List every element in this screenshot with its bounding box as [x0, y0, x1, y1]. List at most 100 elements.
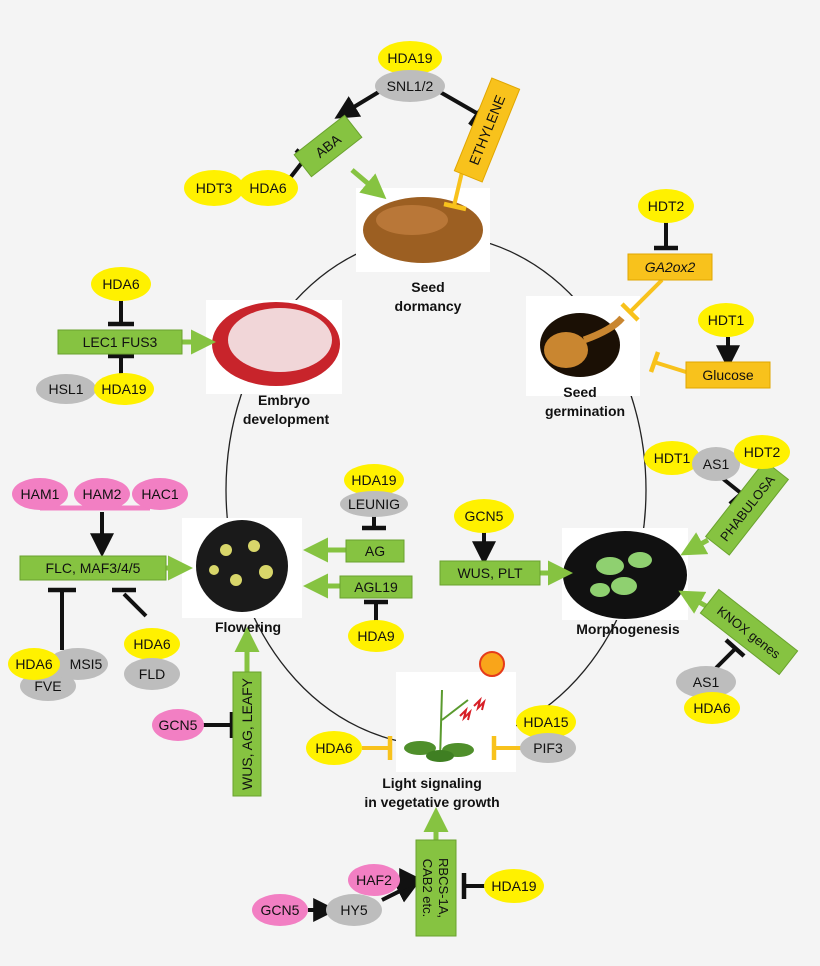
ham2-node: HAM2 [74, 478, 130, 510]
hdt1-glucose-node: HDT1 [698, 303, 754, 337]
wus-ag-leafy-box: WUS, AG, LEAFY [232, 671, 262, 797]
svg-text:Glucose: Glucose [702, 367, 754, 383]
as1-inhibits-phabulosa [720, 476, 744, 496]
svg-text:GA2ox2: GA2ox2 [645, 259, 696, 275]
svg-text:CAB2 etc.: CAB2 etc. [420, 859, 435, 918]
light-ray-icon [459, 696, 486, 722]
leunig-node: LEUNIG [340, 491, 408, 517]
lec1-fus3-box: LEC1 FUS3 [57, 329, 183, 355]
svg-text:PIF3: PIF3 [533, 740, 563, 756]
svg-text:HAC1: HAC1 [141, 486, 179, 502]
svg-text:HDT1: HDT1 [708, 312, 745, 328]
svg-text:HAF2: HAF2 [356, 872, 392, 888]
embryo-development-label-2: development [243, 411, 330, 427]
inhibit-bar [648, 351, 661, 373]
hdt1-as-node: HDT1 [644, 441, 700, 475]
svg-text:FVE: FVE [34, 678, 61, 694]
hda19-lec-node: HDA19 [94, 373, 154, 405]
hda6-inhibits-flc [122, 592, 148, 618]
wus-plt-box: WUS, PLT [439, 560, 541, 586]
gcn5-hy5-node: GCN5 [252, 894, 308, 926]
hda6-aba-node: HDA6 [238, 170, 298, 206]
svg-text:HDA6: HDA6 [249, 180, 287, 196]
inhibit-bar [620, 302, 640, 322]
svg-text:HDA6: HDA6 [102, 276, 140, 292]
ga2ox2-inhibits-germination [628, 278, 664, 314]
svg-text:SNL1/2: SNL1/2 [387, 78, 434, 94]
hda6-lec-node: HDA6 [91, 267, 151, 301]
svg-text:RBCS-1A,: RBCS-1A, [436, 858, 451, 918]
snl-inhibits-ethylene [439, 90, 481, 117]
phabulosa-to-morphogenesis [680, 532, 710, 556]
hda15-node: HDA15 [516, 705, 576, 739]
seed-germination-label: Seed [563, 384, 596, 400]
ham1-node: HAM1 [12, 478, 68, 510]
svg-text:FLC, MAF3/4/5: FLC, MAF3/4/5 [46, 560, 141, 576]
svg-text:HDT2: HDT2 [744, 444, 781, 460]
svg-text:HDA9: HDA9 [357, 628, 395, 644]
hda6-light-node: HDA6 [306, 731, 362, 765]
svg-text:HDA19: HDA19 [101, 381, 146, 397]
light-signaling-label-2: in vegetative growth [364, 794, 499, 810]
knox-to-morphogenesis [678, 590, 708, 614]
snl-to-aba-arrow [334, 88, 384, 119]
svg-text:HAM1: HAM1 [21, 486, 60, 502]
seed-dormancy-image [356, 188, 490, 272]
aba-promotes-dormancy [350, 168, 387, 200]
svg-text:HDT2: HDT2 [648, 198, 685, 214]
as1-inhibits-knox [714, 646, 738, 670]
svg-text:HDA19: HDA19 [491, 878, 536, 894]
agl19-box: AGL19 [339, 575, 413, 599]
hsl1-node: HSL1 [36, 374, 96, 404]
rbcs-cab2-box: RBCS-1A, CAB2 etc. [415, 839, 457, 937]
svg-text:HDA6: HDA6 [15, 656, 53, 672]
seed-germination-image [526, 296, 640, 396]
ga2ox2-box: GA2ox2 [627, 253, 713, 281]
inhibit-bar [724, 638, 746, 658]
svg-text:HDA15: HDA15 [523, 714, 568, 730]
svg-text:HAM2: HAM2 [83, 486, 122, 502]
hda9-node: HDA9 [348, 620, 404, 652]
hda6-fld-node: HDA6 [124, 628, 180, 660]
seed-germination-label-2: germination [545, 403, 625, 419]
knox-genes-box: KNOX genes [699, 588, 799, 676]
svg-text:FLD: FLD [139, 666, 165, 682]
svg-text:HSL1: HSL1 [48, 381, 83, 397]
svg-text:GCN5: GCN5 [159, 717, 198, 733]
hy5-node: HY5 [326, 894, 382, 926]
svg-text:GCN5: GCN5 [465, 508, 504, 524]
embryo-development-label: Embryo [258, 392, 310, 408]
glucose-box: Glucose [685, 361, 771, 389]
svg-text:AS1: AS1 [693, 674, 720, 690]
light-signaling-label: Light signaling [382, 775, 482, 791]
svg-text:GCN5: GCN5 [261, 902, 300, 918]
seed-dormancy-label: Seed [411, 279, 444, 295]
pif3-node: PIF3 [520, 733, 576, 763]
embryo-development-image [206, 300, 342, 394]
svg-text:AS1: AS1 [703, 456, 730, 472]
fld-node: FLD [124, 658, 180, 690]
svg-text:AGL19: AGL19 [354, 579, 398, 595]
ethylene-box: ETHYLENE [453, 77, 521, 183]
hdt2-ga-node: HDT2 [638, 189, 694, 223]
light-signaling-image [396, 651, 516, 772]
hdt2-as-node: HDT2 [734, 435, 790, 469]
flowering-image [182, 518, 302, 618]
snl12-node: SNL1/2 [375, 70, 445, 102]
svg-text:HDT1: HDT1 [654, 450, 691, 466]
svg-text:WUS, AG, LEAFY: WUS, AG, LEAFY [239, 677, 255, 790]
flowering-label: Flowering [215, 619, 281, 635]
haf2-node: HAF2 [348, 864, 400, 896]
svg-text:HDA19: HDA19 [387, 50, 432, 66]
hda19-bottom-node: HDA19 [484, 869, 544, 903]
gcn5-wus-node: GCN5 [454, 499, 514, 533]
morphogenesis-label: Morphogenesis [576, 621, 680, 637]
svg-text:LEC1 FUS3: LEC1 FUS3 [83, 334, 158, 350]
morphogenesis-image [562, 528, 688, 620]
hac1-node: HAC1 [132, 478, 188, 510]
aba-box: ABA [293, 114, 363, 178]
svg-text:HDA6: HDA6 [133, 636, 171, 652]
hdt3-node: HDT3 [184, 170, 244, 206]
